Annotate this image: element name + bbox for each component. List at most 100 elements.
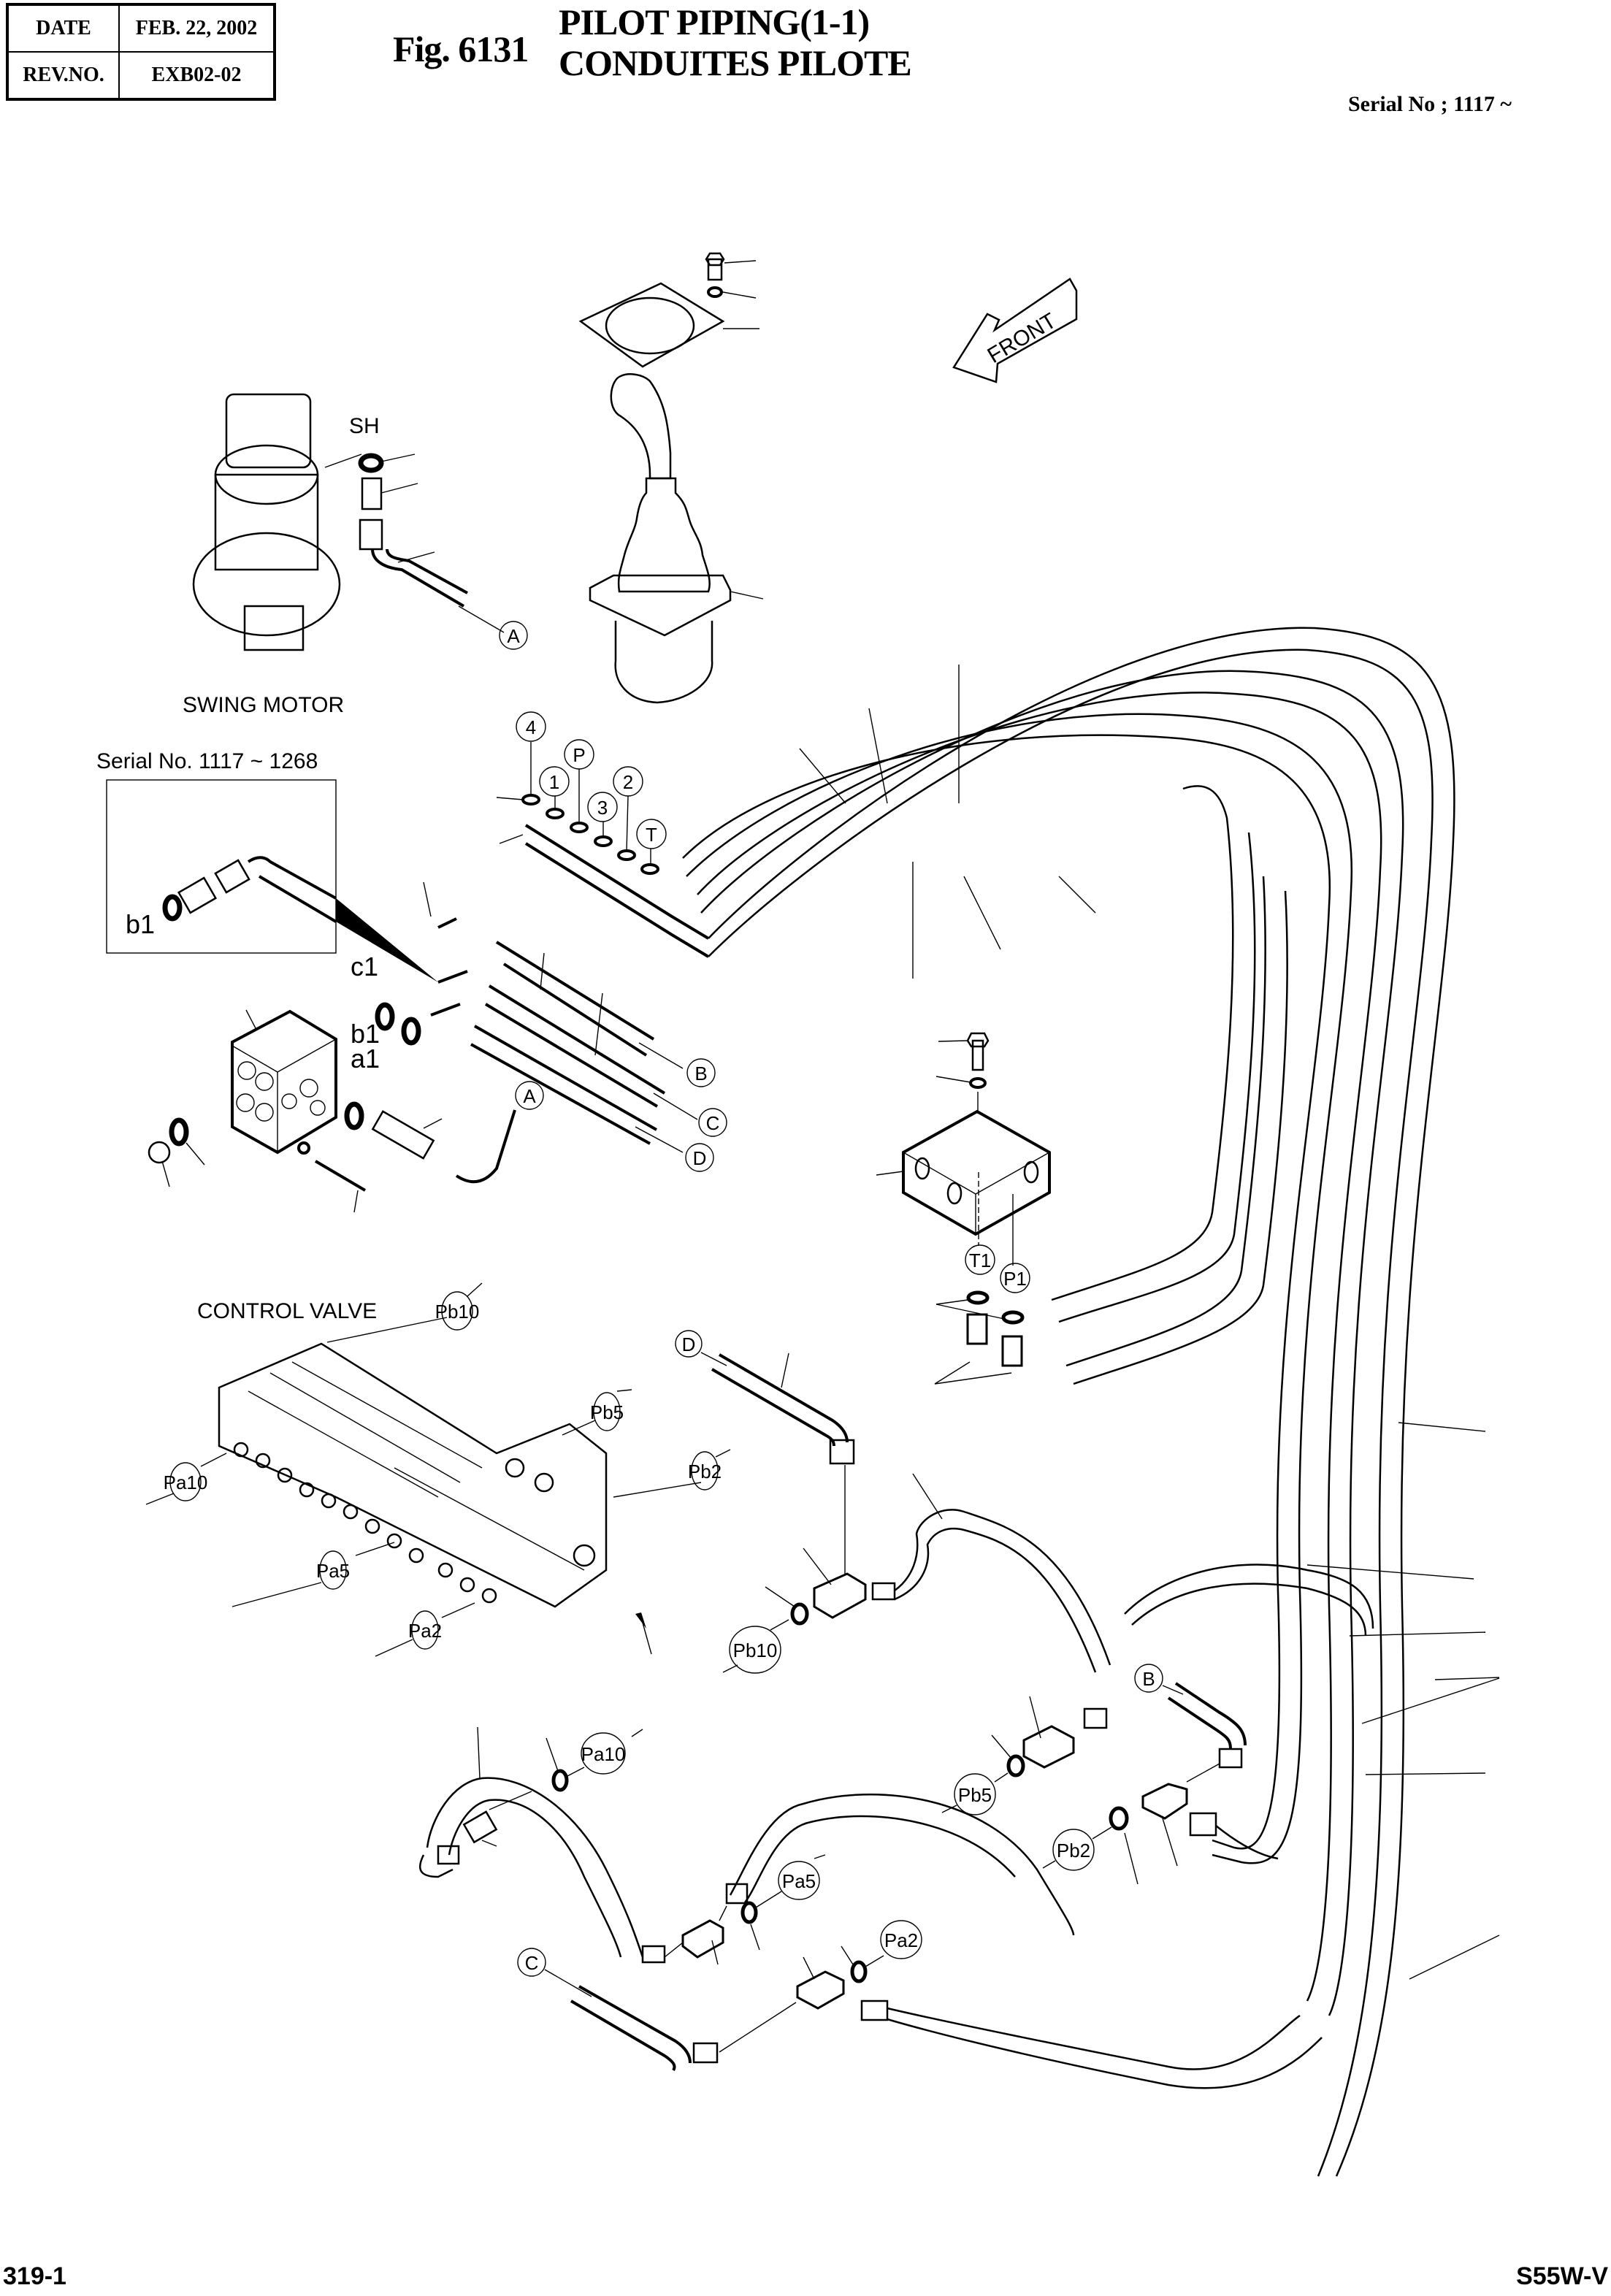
hose-fitting-icon [437,1845,460,1865]
svg-text:T: T [646,824,657,846]
o-ring-icon [1109,1806,1129,1831]
o-ring-icon [375,1002,395,1031]
bubble-cv-pb5: Pb5 [562,1389,632,1436]
svg-text:4: 4 [526,716,536,738]
port-a1-label: a1 [351,1044,380,1074]
model-number: S55W-V [1516,2262,1608,2290]
rev-value: EXB02-02 [118,51,275,100]
hose-fitting-icon [860,2000,889,2021]
o-ring-icon [344,1101,364,1130]
front-arrow-icon: FRONT [952,278,1078,383]
hose-fitting-icon [1189,1812,1217,1837]
figure-title: PILOT PIPING(1-1) CONDUITES PILOTE [559,1,912,83]
svg-text:B: B [694,1063,707,1084]
swing-motor [192,393,362,651]
svg-text:D: D [682,1333,696,1355]
port-b1-label: b1 [351,1019,380,1049]
o-ring-icon [1006,1754,1025,1778]
bubble-port-t: T [636,819,667,865]
adapter-icon [371,1110,435,1160]
joystick-plate [578,282,759,368]
bubble-port-1: 1 [539,766,570,809]
figure-number: Fig. 6131 [393,28,529,69]
hose-fitting-icon [692,2042,719,2064]
hose-b-c-d [470,941,698,1153]
bubble-c-block: C [698,1108,727,1137]
bubble-tee-pb10: Pb10 [722,1619,789,1674]
svg-text:D: D [693,1147,707,1169]
rev-label: REV.NO. [7,51,120,100]
svg-text:P: P [573,744,585,766]
inset-b1-label: b1 [126,909,155,939]
control-valve [218,1342,608,1608]
elbow-fitting-icon [966,1313,988,1345]
bubble-tee-pa2: Pa2 [865,1920,922,1967]
svg-text:Pa10: Pa10 [164,1472,208,1493]
svg-text:C: C [525,1952,539,1974]
inset-frame [106,779,337,954]
bubble-port-3: 3 [587,792,618,837]
bolt-icon [705,252,757,299]
svg-text:A: A [507,625,520,647]
adapter-icon [361,477,383,510]
washer-icon [297,1141,310,1155]
title-french: CONDUITES PILOTE [559,42,912,83]
hose-fitting-icon [725,1883,749,1905]
o-ring-icon [1001,1310,1025,1325]
o-ring-icon [401,1017,421,1046]
bubble-port-2: 2 [613,766,643,852]
bubble-tee-pb5: Pb5 [941,1772,1009,1815]
svg-text:A: A [523,1085,536,1107]
svg-text:1: 1 [549,771,559,793]
elbow-fitting-icon [1001,1335,1023,1367]
direction-arrow-icon [635,1612,646,1629]
hose-fitting-icon [1083,1707,1108,1729]
svg-text:Pb5: Pb5 [590,1401,624,1423]
svg-text:Pb10: Pb10 [733,1639,778,1661]
plug-icon [148,1141,171,1164]
svg-text:T1: T1 [969,1250,991,1271]
svg-text:P1: P1 [1003,1268,1027,1290]
bubble-cv-pa2: Pa2 [375,1602,475,1657]
joystick-port-fittings [496,794,710,958]
tee-fitting-pa2 [796,1970,845,2010]
bubble-tee-pb2: Pb2 [1042,1826,1112,1871]
bubble-a-motor: A [499,621,528,650]
control-valve-title: CONTROL VALVE [197,1299,377,1323]
bubble-b-block: B [686,1058,716,1087]
hose-fitting-icon [1218,1748,1243,1769]
svg-text:Pb2: Pb2 [688,1461,722,1482]
bubble-cv-pa5: Pa5 [231,1542,395,1607]
page-number: 319-1 [3,2262,66,2290]
svg-text:Pb10: Pb10 [435,1301,480,1323]
svg-text:Pb5: Pb5 [958,1784,992,1806]
svg-text:C: C [706,1112,720,1134]
inset-serial-title: Serial No. 1117 ~ 1268 [96,749,318,773]
bubble-port-p: P [564,739,594,823]
bubble-cv-pb2: Pb2 [613,1449,731,1498]
bubble-port-4: 4 [516,711,546,795]
manifold-block [876,1092,1051,1266]
svg-text:B: B [1142,1668,1155,1690]
bubble-a-block: A [515,1081,544,1110]
o-ring-icon [790,1602,809,1626]
bubble-b-tee: B [1134,1664,1163,1693]
o-ring-icon [358,453,384,473]
hose-fitting-icon [871,1582,896,1601]
bubble-tee-pa10: Pa10 [567,1729,643,1777]
date-label: DATE [7,4,120,53]
shuttle-valve-block [231,1009,337,1155]
o-ring-icon [169,1117,189,1147]
bolt-icon [935,1032,990,1089]
o-ring-icon [162,894,183,922]
svg-text:2: 2 [623,771,633,793]
sh-port-label: SH [349,414,380,438]
revision-table: DATE FEB. 22, 2002 REV.NO. EXB02-02 [6,3,276,101]
svg-text:Pa5: Pa5 [782,1870,816,1892]
hose-fitting-icon [829,1439,855,1465]
tee-fitting-pb5 [1022,1725,1075,1769]
pilot-hose-bundle [682,627,1500,2177]
bubble-t1: T1 [965,1244,995,1275]
bubble-cv-pb10: Pb10 [326,1282,483,1343]
